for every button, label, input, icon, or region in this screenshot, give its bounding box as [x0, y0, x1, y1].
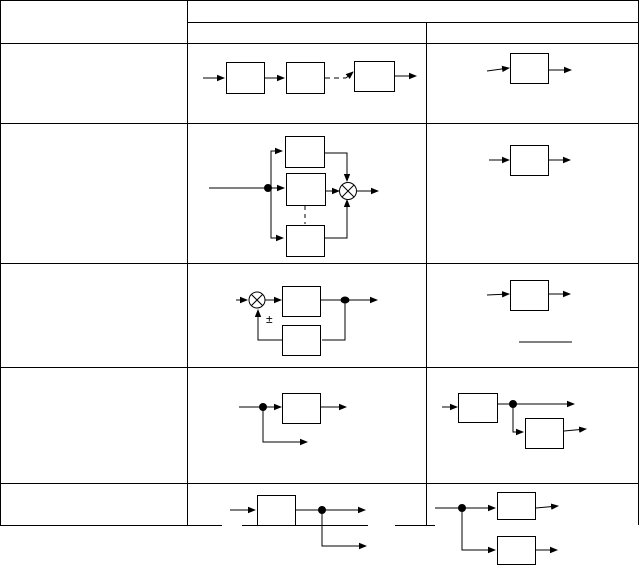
row-feedback	[236, 280, 572, 356]
series-equiv-block	[510, 53, 549, 84]
parallel-branch-top	[270, 147, 283, 188]
takeoff-point-after	[509, 400, 517, 408]
feedback-return-block	[282, 325, 321, 356]
ahead-equiv-branch	[461, 511, 496, 554]
ahead-equiv-block-top	[497, 492, 536, 520]
ahead-equiv-output-top	[535, 503, 559, 510]
ahead-branch-arrow	[321, 513, 367, 550]
parallel-top-to-sum	[325, 152, 351, 182]
feedback-sign-label: ±	[266, 312, 273, 326]
takeoff-equiv-inverse-block	[525, 418, 564, 449]
parallel-equiv-block	[510, 145, 549, 176]
takeoff-point-before	[259, 403, 267, 411]
feedback-equiv-input-arrow	[486, 291, 510, 298]
series-equiv-input-arrow	[486, 65, 510, 73]
parallel-block-1	[285, 136, 325, 168]
row-takeoff-ahead	[230, 492, 559, 565]
ahead-takeoff-point	[318, 506, 326, 514]
takeoff-equiv-branch-output	[563, 426, 587, 433]
ahead-equiv-block-bottom	[497, 536, 536, 565]
row-takeoff-move	[239, 393, 587, 449]
ahead-equiv-takeoff-point	[458, 504, 466, 512]
parallel-branch-bottom	[270, 188, 284, 242]
takeoff-branch-arrow	[262, 410, 308, 446]
row-series	[203, 53, 572, 94]
takeoff-equiv-branch	[512, 407, 524, 436]
feedback-return-path	[322, 302, 346, 341]
feedback-equiv-block	[510, 280, 549, 311]
parallel-branch-point	[264, 184, 272, 192]
ahead-block	[257, 495, 296, 526]
series-block-2	[286, 62, 325, 94]
series-block-n	[354, 61, 395, 92]
parallel-block-n	[286, 225, 325, 257]
parallel-block-2	[286, 173, 326, 206]
feedback-return-to-sum	[254, 309, 282, 341]
takeoff-block	[282, 393, 321, 424]
series-block-1	[226, 62, 265, 94]
series-connector-2	[345, 71, 354, 79]
row-parallel	[209, 136, 571, 257]
parallel-bottom-to-sum	[325, 199, 351, 239]
takeoff-equiv-block	[458, 393, 498, 423]
feedback-forward-block	[282, 286, 321, 317]
